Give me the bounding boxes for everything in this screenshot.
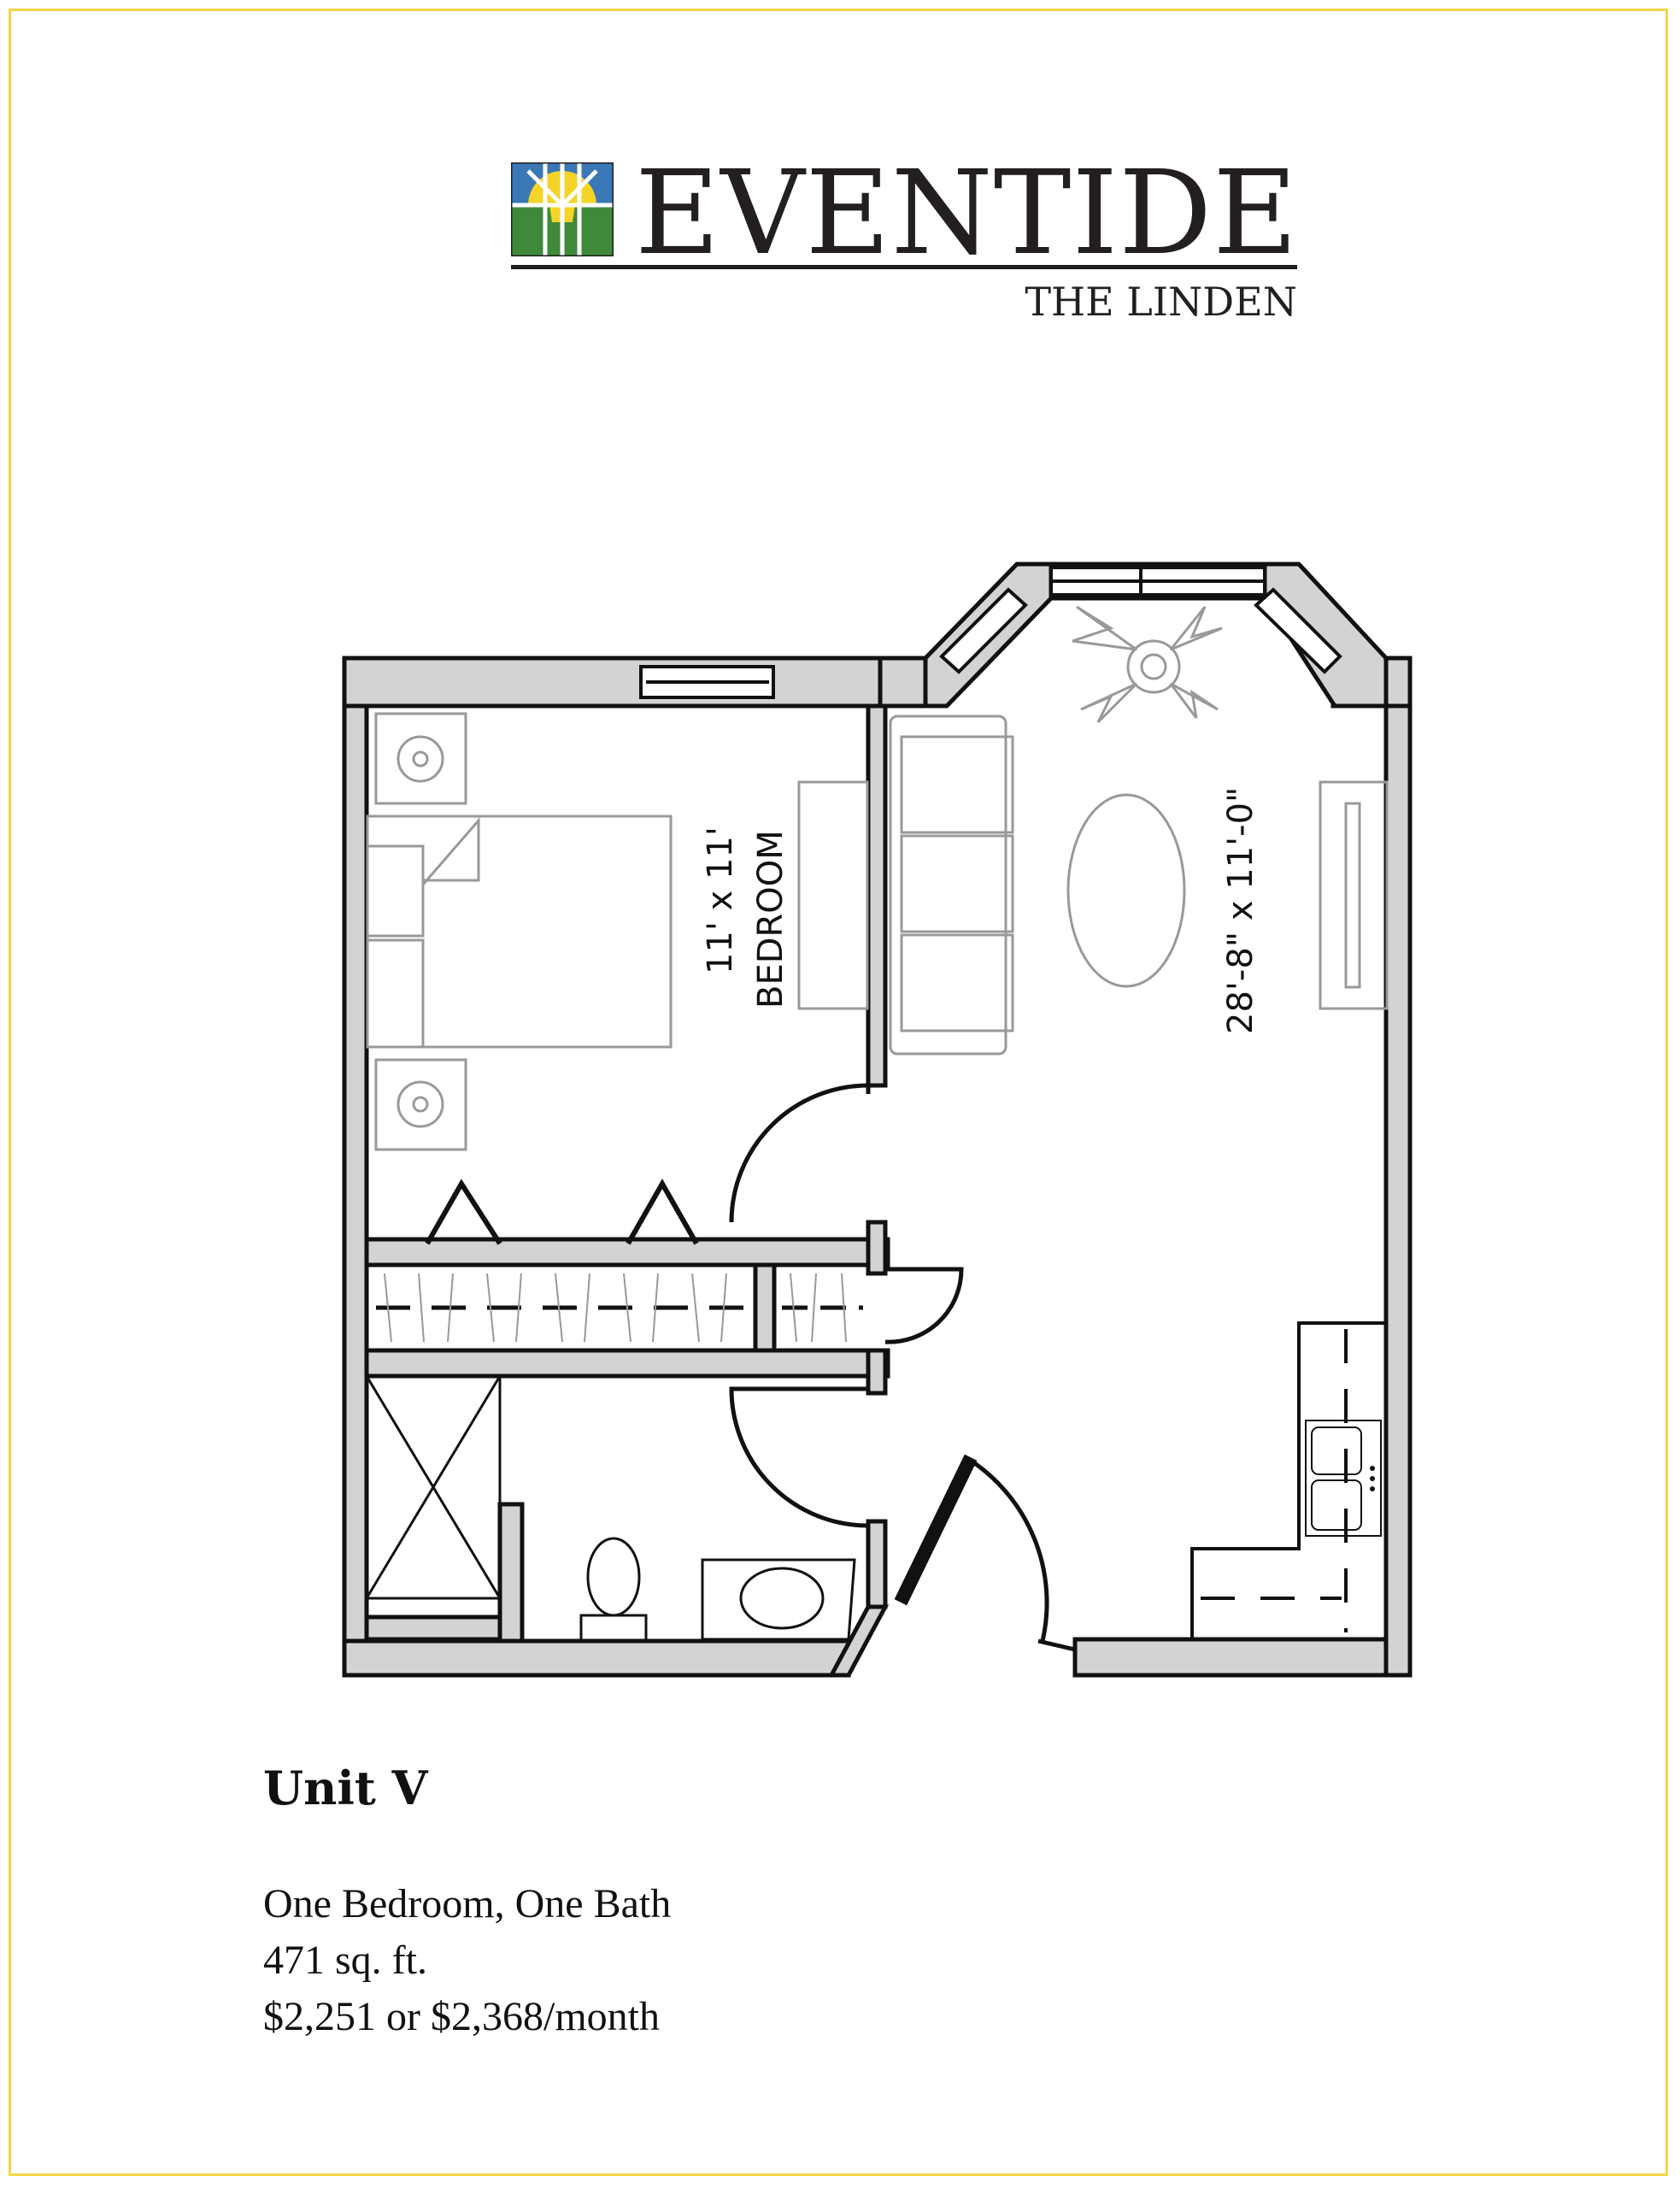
brand-subtitle: THE LINDEN [1025, 279, 1297, 325]
brand-divider [511, 265, 1297, 269]
ceiling-fan-icon [1072, 605, 1223, 724]
unit-area: 471 sq. ft. [263, 1938, 427, 1983]
kitchen [1190, 1321, 1386, 1639]
closet-doors [425, 1178, 699, 1245]
exterior-walls [342, 562, 1413, 1678]
unit-price: $2,251 or $2,368/month [263, 1994, 660, 2039]
unit-title: Unit V [263, 1761, 428, 1815]
living-furniture [889, 715, 1389, 1056]
brand-name: EVENTIDE [635, 146, 1299, 281]
doors [729, 1083, 1076, 1652]
eventide-logo: EVENTIDE THE LINDEN [511, 156, 1298, 325]
bathroom-fixtures [365, 1374, 856, 1643]
living-size-label: 28'-8" x 11'-0" [1221, 787, 1260, 1034]
bedroom-furniture [366, 712, 869, 1151]
page-frame [9, 9, 1668, 2176]
bedroom-name-label: BEDROOM [751, 830, 790, 1009]
unit-type: One Bedroom, One Bath [263, 1881, 672, 1926]
bedroom-size-label: 11' x 11' [701, 826, 740, 974]
windows [639, 566, 1342, 699]
eventide-window-logo-icon [511, 162, 614, 256]
closet-hangers [384, 1273, 847, 1343]
unit-details: One Bedroom, One Bath 471 sq. ft. $2,251… [263, 1876, 671, 2045]
